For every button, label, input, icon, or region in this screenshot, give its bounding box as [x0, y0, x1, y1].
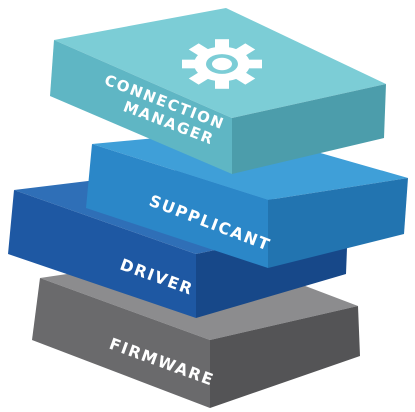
supplicant-side-face	[268, 178, 408, 268]
connection-manager-side-face	[232, 84, 386, 174]
firmware-side-face	[210, 306, 360, 408]
driver-front-face	[8, 190, 196, 318]
firmware-front-face	[32, 278, 210, 408]
connection-manager-front-face	[50, 40, 232, 174]
gear-icon	[182, 39, 262, 89]
supplicant-front-face	[86, 144, 268, 268]
